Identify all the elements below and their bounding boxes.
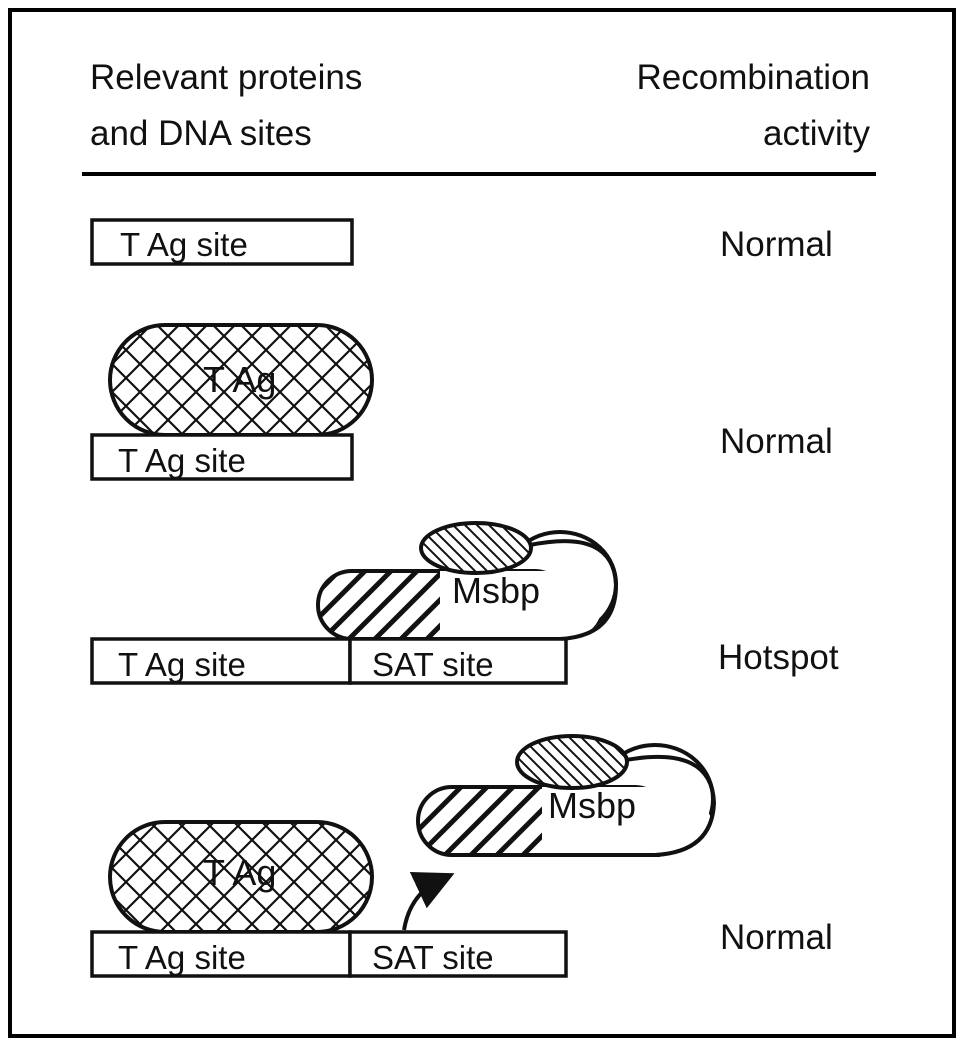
sat-site-box [348, 930, 568, 978]
row-3-diagram: Msbp T Ag site SAT site [90, 521, 619, 685]
msbp-protein [316, 521, 619, 641]
header-proteins-dna-sites: Relevant proteins and DNA sites [90, 50, 362, 162]
msbp-protein-label: Msbp [548, 785, 636, 826]
msbp-protein [416, 734, 717, 857]
header-left-line1: Relevant proteins [90, 58, 363, 97]
header-divider [82, 172, 876, 176]
tag-site-label: T Ag site [120, 226, 248, 263]
tag-site-label: T Ag site [118, 646, 246, 683]
row-4-diagram: Msbp T Ag T Ag site SAT site [90, 734, 717, 978]
tag-site-box [90, 930, 352, 978]
msbp-protein-label: Msbp [452, 570, 540, 611]
activity-row-4: Normal [720, 918, 833, 957]
header-right-line2: activity [763, 114, 870, 153]
activity-row-1: Normal [720, 225, 833, 264]
tag-protein-label: T Ag [203, 852, 276, 893]
row-2-diagram: T Ag T Ag site [90, 323, 374, 481]
sat-site-label: SAT site [372, 939, 494, 976]
release-arrow [402, 872, 455, 931]
sat-site-label: SAT site [372, 646, 494, 683]
row-1-diagram: T Ag site [90, 218, 354, 266]
header-left-line2: and DNA sites [90, 114, 312, 153]
tag-site-label: T Ag site [118, 939, 246, 976]
tag-site-box [90, 433, 354, 481]
tag-site-label: T Ag site [118, 442, 246, 479]
tag-site-box [90, 218, 354, 266]
activity-row-2: Normal [720, 422, 833, 461]
activity-row-3: Hotspot [718, 638, 839, 677]
header-right-line1: Recombination [636, 58, 870, 97]
sat-site-box [348, 637, 568, 685]
header-recombination-activity: Recombination activity [637, 50, 870, 162]
tag-protein-label: T Ag [203, 359, 276, 400]
